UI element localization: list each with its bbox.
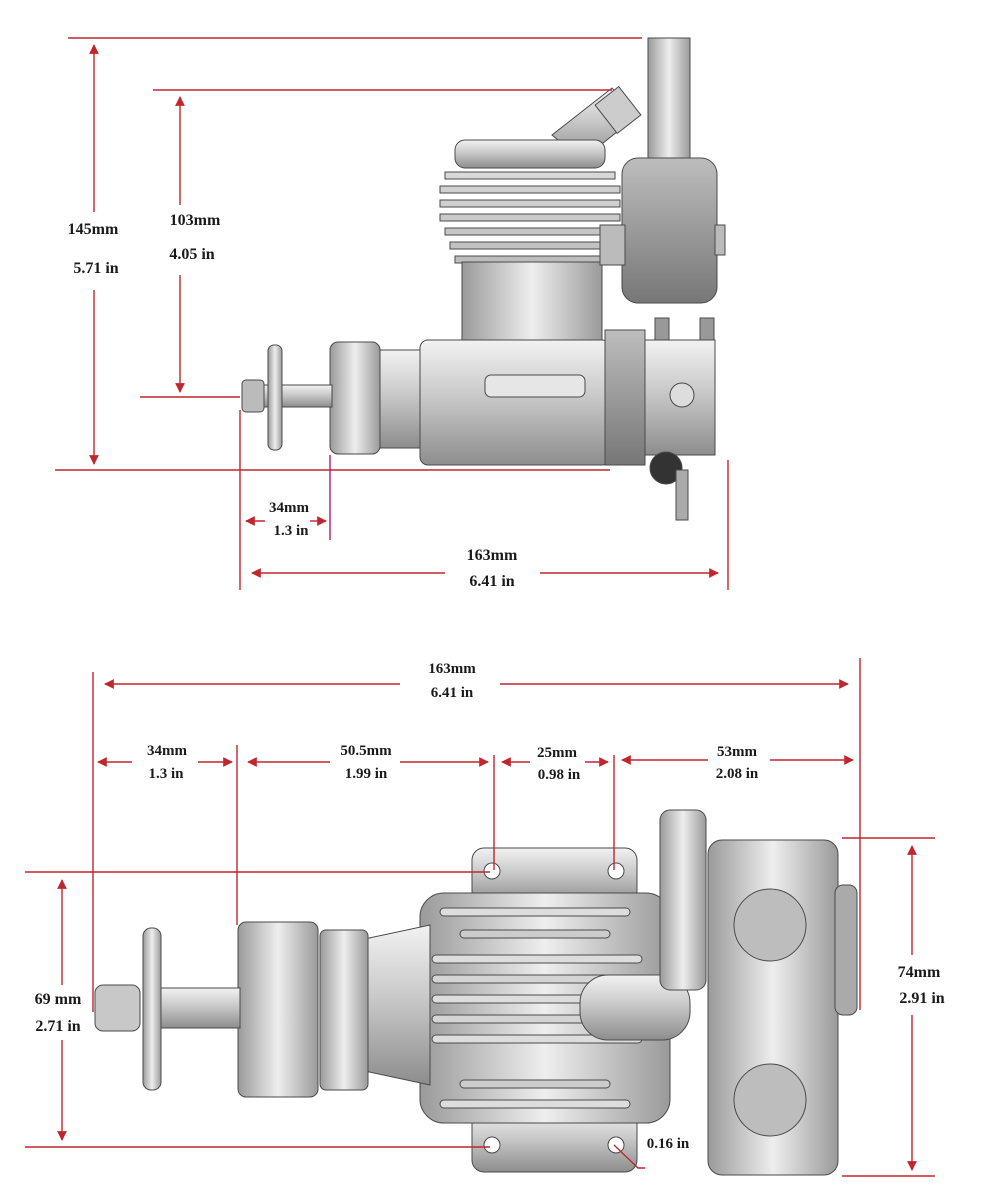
top-seg3-in: 0.98 in [538,767,581,783]
top-seg3-mm: 25mm [537,745,577,761]
top-seg1-in: 1.3 in [148,766,184,782]
top-view-engine [94,809,858,1176]
side-view-engine [241,37,726,521]
top-seg2-mm: 50.5mm [340,743,392,759]
top-length-total-mm: 163mm [428,661,476,677]
side-length-total-in: 6.41 in [469,573,514,590]
side-length-total-mm: 163mm [467,547,518,564]
top-seg1-mm: 34mm [147,743,187,759]
top-hole-diameter-in: 0.16 in [647,1136,690,1152]
top-seg4-in: 2.08 in [716,766,759,782]
top-muffler-width-mm: 74mm [898,964,941,981]
top-mount-width-mm: 69 mm [35,991,82,1008]
top-seg2-in: 1.99 in [345,766,388,782]
side-height-total-in: 5.71 in [73,260,118,277]
top-seg4-mm: 53mm [717,744,757,760]
cylinder-fins [439,171,621,264]
side-height-cylinder-mm: 103mm [170,212,221,229]
side-height-cylinder-in: 4.05 in [169,246,214,263]
top-muffler-width-in: 2.91 in [899,990,944,1007]
top-view-dimension-lines [25,658,935,1177]
top-length-total-in: 6.41 in [431,685,474,701]
side-prop-offset-in: 1.3 in [273,523,309,539]
side-view-dimension-lines [55,37,729,590]
side-height-total-mm: 145mm [68,221,119,238]
top-mount-width-in: 2.71 in [35,1018,80,1035]
side-prop-offset-mm: 34mm [269,500,309,516]
